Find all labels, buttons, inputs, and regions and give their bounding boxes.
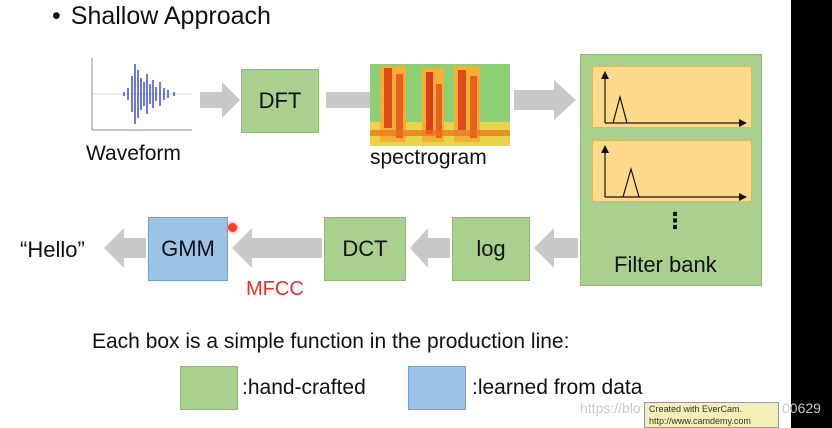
evercam-line-2: http://www.camdemy.com	[649, 416, 751, 426]
watermark-url: https://blo	[580, 400, 641, 416]
legend-hand-crafted: :hand-crafted	[242, 376, 366, 399]
bullet: •	[52, 2, 61, 30]
legend-learned: :learned from data	[472, 376, 643, 399]
arrow-filterbank-to-log	[534, 228, 578, 268]
evercam-line-1: Created with EverCam.	[649, 404, 743, 414]
right-black-bar	[791, 0, 832, 428]
arrow-gmm-to-output	[104, 228, 146, 268]
output-hello: “Hello”	[20, 237, 85, 262]
pointer-dot	[228, 223, 237, 232]
legend-green-swatch	[180, 366, 238, 410]
spectrogram-image	[370, 64, 510, 146]
waveform-label: Waveform	[86, 142, 181, 165]
arrow-dft-to-spectrogram	[326, 92, 372, 108]
gmm-box: GMM	[148, 217, 228, 281]
watermark-suffix: 00629	[782, 400, 821, 416]
slide-title: • Shallow Approach	[52, 2, 271, 31]
waveform-plot	[84, 54, 196, 138]
filter-plot-1	[601, 71, 747, 127]
arrow-waveform-to-dft	[200, 82, 240, 118]
spectrogram-label: spectrogram	[370, 146, 487, 169]
evercam-watermark: Created with EverCam. http://www.camdemy…	[644, 402, 779, 428]
log-box: log	[452, 217, 530, 281]
dct-box: DCT	[324, 217, 406, 281]
dft-box: DFT	[241, 69, 319, 133]
filter-box-1	[592, 66, 752, 128]
filter-box-2	[592, 140, 752, 202]
arrow-dct-to-gmm	[232, 228, 322, 268]
title-text: Shallow Approach	[70, 2, 271, 30]
caption-text: Each box is a simple function in the pro…	[92, 330, 570, 353]
mfcc-label: MFCC	[246, 278, 304, 300]
filter-bank-label: Filter bank	[614, 252, 717, 277]
arrow-spectrogram-to-filterbank	[514, 80, 576, 120]
legend-blue-swatch	[408, 366, 466, 410]
arrow-log-to-dct	[410, 228, 450, 268]
filter-plot-2	[601, 145, 747, 201]
filter-bank-ellipsis: ⋮	[664, 208, 686, 233]
